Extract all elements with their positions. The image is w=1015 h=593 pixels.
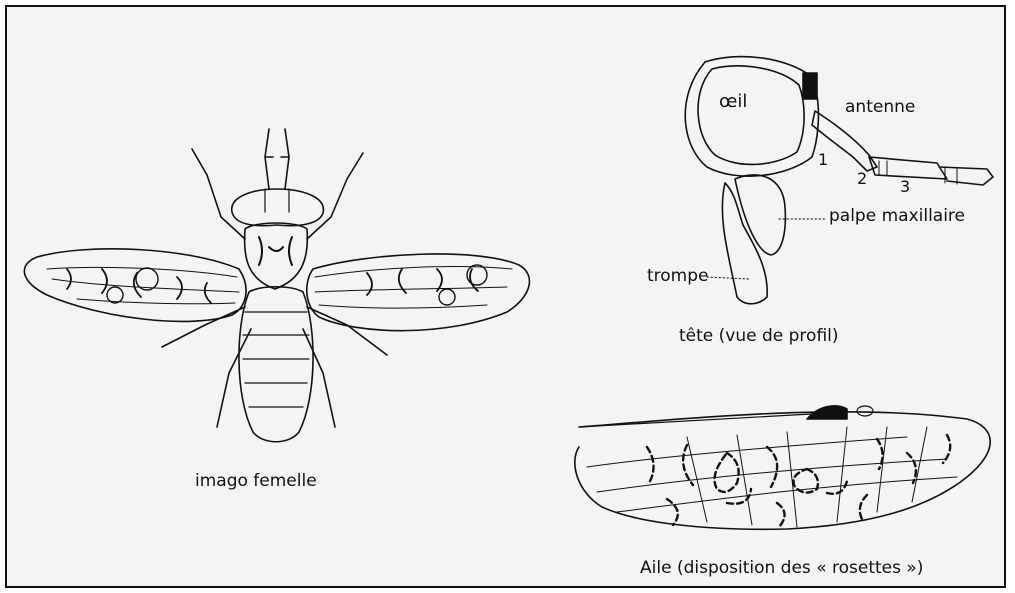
imago-caption: imago femelle	[195, 473, 317, 490]
eye-label: œil	[719, 93, 747, 111]
head-caption: tête (vue de profil)	[679, 328, 839, 345]
fly-left-wing	[24, 249, 246, 322]
antenna-segment-1-label: 1	[818, 152, 828, 168]
head-capsule	[685, 57, 818, 177]
figure-plate: imago femelle œil antenne 1 2 3 palpe ma…	[5, 5, 1006, 588]
antenna-segment-3-label: 3	[900, 179, 910, 195]
fly-right-wing	[307, 254, 530, 331]
antenna-label: antenne	[845, 99, 915, 116]
proboscis	[722, 183, 767, 304]
proboscis-leader-line	[707, 277, 749, 279]
fly-head	[232, 189, 324, 226]
illustration-canvas	[7, 7, 1006, 588]
wing-drawing	[575, 406, 990, 529]
compound-eye	[698, 66, 804, 164]
palp-label: palpe maxillaire	[829, 208, 965, 225]
fly-abdomen	[239, 287, 313, 442]
wing-caption: Aile (disposition des « rosettes »)	[640, 560, 923, 577]
fly-dorsal-drawing	[24, 129, 529, 442]
antenna-base-dark	[803, 73, 817, 99]
maxillary-palp	[735, 175, 785, 255]
antenna-segment-2-label: 2	[857, 171, 867, 187]
antenna-segments	[812, 111, 993, 185]
fly-antennae	[265, 129, 289, 189]
fly-thorax	[245, 223, 308, 289]
proboscis-label: trompe	[647, 268, 709, 285]
wing-stigma	[807, 406, 847, 419]
wing-veins	[587, 427, 957, 527]
